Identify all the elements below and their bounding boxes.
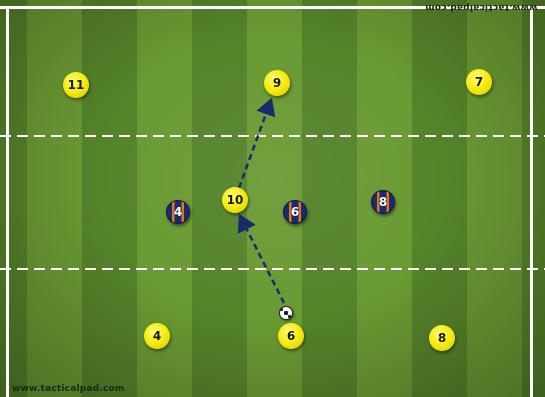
blue-player-8-number: 8 bbox=[379, 195, 387, 209]
yellow-player-10[interactable]: 10 bbox=[222, 187, 248, 213]
ball-patch bbox=[288, 315, 291, 318]
blue-player-4-number: 4 bbox=[174, 205, 182, 219]
blue-player-8[interactable]: 8 bbox=[371, 190, 395, 214]
ball-patch bbox=[280, 308, 283, 311]
yellow-player-7[interactable]: 7 bbox=[466, 69, 492, 95]
yellow-player-8[interactable]: 8 bbox=[429, 325, 455, 351]
blue-player-6[interactable]: 6 bbox=[283, 200, 307, 224]
blue-player-6-number: 6 bbox=[291, 205, 299, 219]
soccer-ball-icon[interactable] bbox=[279, 306, 293, 320]
yellow-player-9[interactable]: 9 bbox=[264, 70, 290, 96]
yellow-player-4[interactable]: 4 bbox=[144, 323, 170, 349]
blue-player-4[interactable]: 4 bbox=[166, 200, 190, 224]
yellow-player-11[interactable]: 11 bbox=[63, 72, 89, 98]
pass-arrow-10-to-9 bbox=[239, 100, 271, 188]
pass-arrow-6-to-10 bbox=[240, 216, 284, 303]
yellow-player-6[interactable]: 6 bbox=[278, 323, 304, 349]
